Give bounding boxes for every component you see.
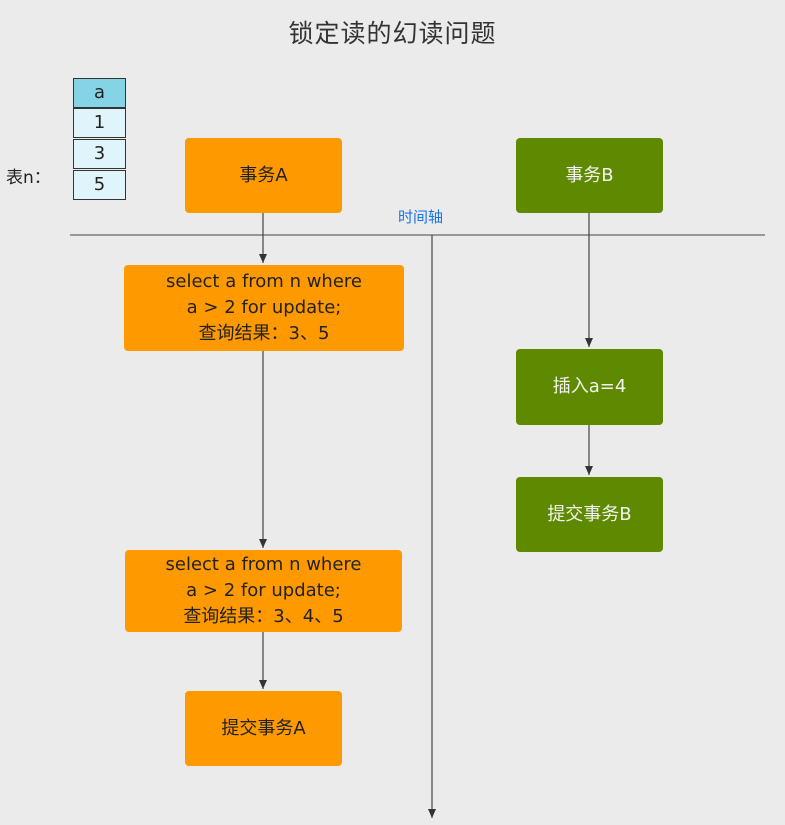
transaction-a-start-box: 事务A — [185, 138, 342, 213]
query2-line-2: a > 2 for update; — [186, 580, 341, 601]
query1-line-1: select a from n where — [166, 271, 362, 292]
transaction-a-query1-box: select a from n where a > 2 for update; … — [124, 265, 404, 351]
table-cell-row-3: 5 — [73, 170, 126, 200]
transaction-a-commit-box: 提交事务A — [185, 691, 342, 766]
query2-line-1: select a from n where — [165, 554, 362, 575]
query1-result: 查询结果：3、5 — [198, 323, 330, 344]
transaction-b-start-label: 事务B — [565, 164, 614, 186]
transaction-b-insert-box: 插入a=4 — [516, 349, 663, 425]
query2-result: 查询结果：3、4、5 — [183, 606, 344, 627]
transaction-a-query2-box: select a from n where a > 2 for update; … — [125, 550, 402, 632]
diagram-title: 锁定读的幻读问题 — [288, 19, 497, 48]
transaction-b-commit-label: 提交事务B — [547, 503, 632, 525]
transaction-a-commit-label: 提交事务A — [221, 717, 306, 739]
timeline-label: 时间轴 — [398, 208, 444, 226]
table-cell-row-1: 1 — [73, 108, 126, 138]
transaction-b-start-box: 事务B — [516, 138, 663, 213]
table-label: 表n： — [6, 168, 51, 188]
query1-line-2: a > 2 for update; — [186, 297, 342, 318]
transaction-b-commit-box: 提交事务B — [516, 477, 663, 552]
table-cell-row-2: 3 — [73, 139, 126, 169]
transaction-a-start-label: 事务A — [239, 164, 288, 186]
transaction-b-insert-label: 插入a=4 — [552, 376, 627, 397]
table-header-cell: a — [73, 78, 126, 108]
